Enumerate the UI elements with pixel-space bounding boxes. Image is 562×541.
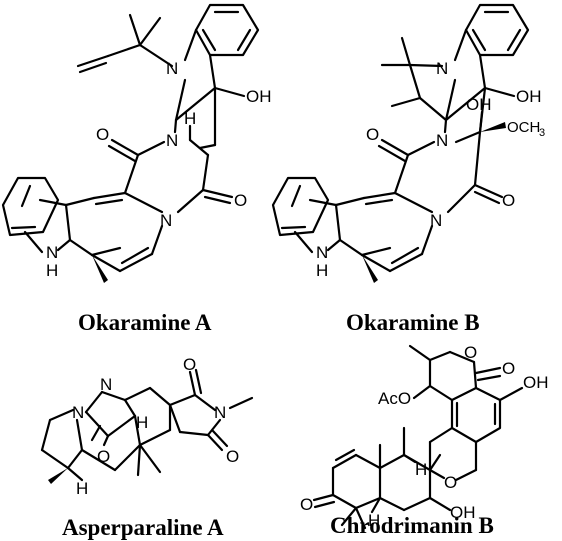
chrodrimanin-b-name: Chrodrimanin B (330, 513, 494, 538)
asperparaline-a-atom-n1: N (72, 403, 84, 422)
asperparaline-a-atom-o2: O (183, 355, 196, 374)
okaramine-a-name: Okaramine A (78, 310, 212, 335)
okaramine-a-atom-oh: OH (246, 87, 272, 106)
okaramine-a-atom-n1: N (166, 59, 178, 78)
okaramine-a-atom-n3: N (160, 211, 172, 230)
okaramine-b-atom-nh-n: N (316, 243, 328, 262)
okaramine-b-atom-och3: OCH (507, 119, 540, 136)
okaramine-a-atom-n2: N (166, 131, 178, 150)
chrodrimanin-b-atom-o-ketone: O (300, 495, 313, 514)
asperparaline-a-atom-h2: H (76, 479, 88, 498)
okaramine-b-atom-o2: O (502, 191, 515, 210)
okaramine-b-atom-o1: O (366, 125, 379, 144)
chrodrimanin-b-structure: O O AcO OH O O H H OH (300, 343, 549, 530)
chrodrimanin-b-atom-oh1: OH (523, 373, 549, 392)
chrodrimanin-b-atom-o-ring1: O (464, 343, 477, 362)
asperparaline-a-atom-o3: O (226, 447, 239, 466)
chrodrimanin-b-atom-oh2: OH (450, 503, 476, 522)
asperparaline-a-atom-n2: N (100, 375, 112, 394)
okaramine-b-atom-oh2: OH (466, 95, 492, 114)
okaramine-a-atom-o1: O (96, 125, 109, 144)
okaramine-a-atom-h: H (184, 109, 196, 128)
okaramine-a-atom-o2: O (234, 191, 247, 210)
okaramine-b-atom-och3-sub: 3 (539, 127, 545, 139)
okaramine-a-structure: N OH N H O O N N H (1, 3, 272, 283)
okaramine-b-atom-oh1: OH (516, 87, 542, 106)
okaramine-b-atom-n3: N (430, 211, 442, 230)
okaramine-b-atom-n1: N (436, 59, 448, 78)
chrodrimanin-b-atom-h2: H (368, 511, 380, 530)
okaramine-b-structure: N OH OH OCH 3 N O O N N H (271, 3, 545, 283)
asperparaline-a-atom-h1: H (136, 413, 148, 432)
asperparaline-a-name: Asperparaline A (62, 515, 224, 540)
okaramine-a-atom-nh-h: H (46, 261, 58, 280)
chrodrimanin-b-atom-o-lactone: O (502, 359, 515, 378)
okaramine-a-atom-nh-n: N (46, 243, 58, 262)
okaramine-b-name: Okaramine B (346, 310, 480, 335)
asperparaline-a-atom-o1: O (97, 447, 110, 466)
chrodrimanin-b-atom-o-ring2: O (444, 473, 457, 492)
asperparaline-a-structure: N N N H H O O O (40, 355, 254, 498)
okaramine-b-atom-nh-h: H (316, 261, 328, 280)
chrodrimanin-b-atom-aco: AcO (378, 389, 411, 408)
asperparaline-a-atom-n3: N (214, 403, 226, 422)
okaramine-b-atom-n2: N (436, 131, 448, 150)
chrodrimanin-b-atom-h1: H (415, 460, 427, 479)
